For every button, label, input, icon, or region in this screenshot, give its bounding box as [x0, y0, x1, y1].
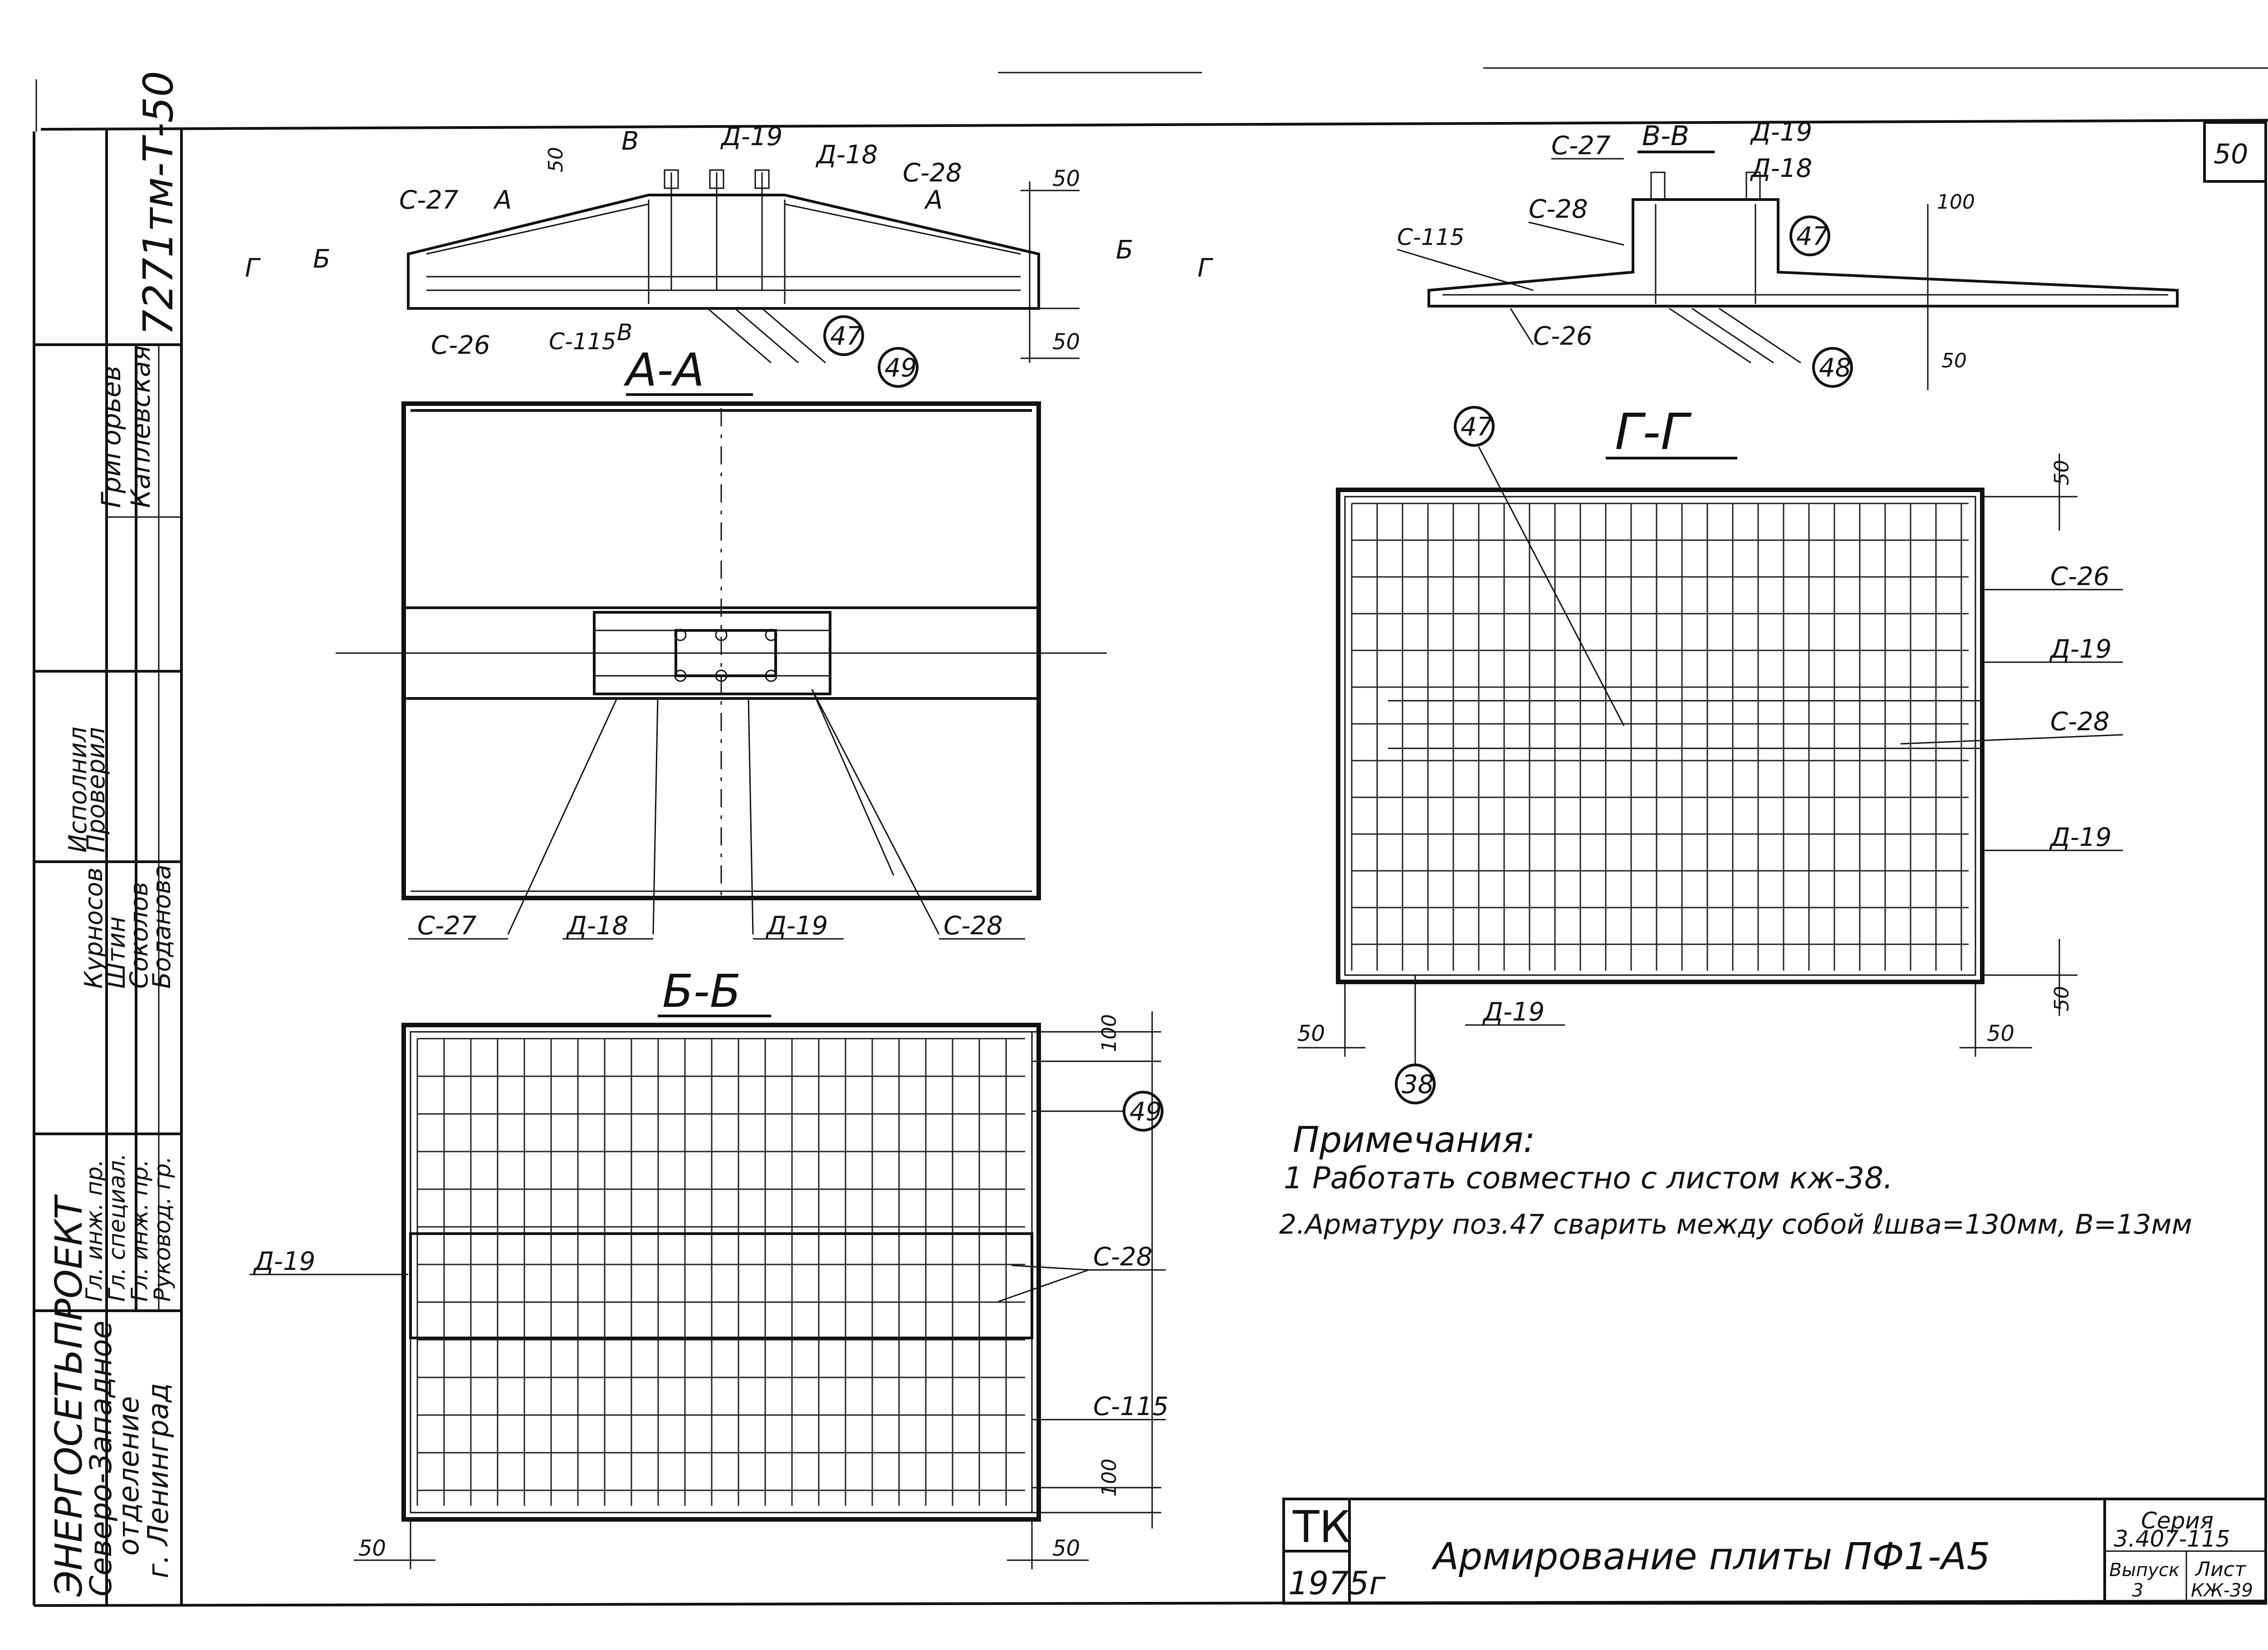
aa-cut-b-right: Б — [1116, 235, 1133, 265]
bb-label-c28: С-28 — [1093, 1242, 1153, 1272]
aa-label-d19: Д-19 — [720, 122, 782, 151]
bb-dim-100-top: 100 — [1098, 1014, 1121, 1052]
bb-label-d19: Д-19 — [253, 1247, 315, 1276]
notes-heading: Примечания: — [1293, 1120, 1535, 1161]
stamp-org-2: Северо-Западное — [83, 1321, 118, 1596]
stamp-person-2a: Григорьев — [96, 366, 127, 508]
stamp-person-2b: Каплевская — [125, 345, 156, 508]
aa-cut-g-left: Г — [245, 254, 261, 283]
stamp-role-2b: Проверил — [82, 727, 110, 853]
sheet-number-box: 50 — [2203, 121, 2267, 183]
bb-dim-50-right: 50 — [1052, 1536, 1080, 1561]
stamp-role-4: Руковод. гр. — [149, 1156, 176, 1302]
gg-label-d19-a: Д-19 — [2049, 635, 2112, 664]
aa-label-c26: С-26 — [431, 331, 490, 360]
gg-label-c28: С-28 — [2050, 707, 2110, 737]
aa-cut-a-right: А — [924, 186, 943, 215]
aa-cut-g-right: Г — [1198, 254, 1213, 283]
gg-label-d19-c: Д-19 — [1482, 997, 1545, 1027]
vv-label-c115: С-115 — [1397, 224, 1464, 250]
gg-dim-50-bottom: 50 — [1987, 1021, 2014, 1046]
section-aa-plan: С-27 Д-18 Д-19 С-28 — [336, 401, 1107, 941]
tb-code: ТК — [1292, 1502, 1350, 1552]
aa-cut-v-top: В — [621, 127, 639, 156]
stamp-person-4: Боданова — [147, 864, 176, 989]
tb-series: 3.407-115 — [2114, 1526, 2230, 1552]
side-stamp: 7271тм-Т-50 Григорьев Каплевская Исполни… — [34, 71, 182, 1606]
bb-dim-50-left: 50 — [358, 1536, 386, 1561]
stamp-org: ЭНЕРГОСЕТЬПРОЕКТ — [48, 1194, 91, 1597]
tb-issue-label: Выпуск — [2109, 1560, 2180, 1581]
aa-plan-d18: Д-18 — [566, 911, 628, 941]
vv-callout-48: 48 — [1819, 353, 1851, 383]
vv-callout-47: 47 — [1796, 222, 1829, 251]
tb-sheet: КЖ-39 — [2191, 1580, 2253, 1601]
section-gg: Г-Г 47 38 С-26 Д-19 С-28 Д-19 Д-19 50 50… — [1297, 403, 2123, 1104]
section-vv: В-В С-27 Д-19 Д-18 С-28 С-115 С-26 47 48… — [1397, 117, 2179, 390]
vv-label-c26: С-26 — [1533, 322, 1593, 351]
aa-cut-a-left: А — [493, 186, 512, 215]
stamp-role-2: Гл. специал. — [104, 1153, 130, 1302]
tb-year: 1975г — [1288, 1565, 1386, 1602]
gg-dim-50-right: 50 — [2050, 986, 2073, 1011]
notes-item-2: 2.Арматуру поз.47 сварить между собой ℓш… — [1279, 1209, 2192, 1240]
gg-dim-50-top: 50 — [2050, 460, 2073, 485]
vv-label-d19: Д-19 — [1750, 117, 1812, 147]
aa-callout-47: 47 — [830, 322, 863, 351]
aa-label-d18: Д-18 — [815, 140, 878, 170]
vv-title: В-В — [1642, 120, 1689, 152]
vv-dim-50: 50 — [1941, 349, 1967, 372]
stamp-person-2: Штин — [102, 916, 131, 989]
stamp-role-1: Гл. инж. пр. — [81, 1159, 108, 1302]
tb-series-label: Серия — [2141, 1508, 2214, 1534]
aa-plan-d19: Д-19 — [765, 911, 828, 941]
vv-label-c28: С-28 — [1529, 195, 1588, 224]
vv-label-d18: Д-18 — [1750, 154, 1812, 183]
sheet-number: 50 — [2214, 138, 2248, 170]
stamp-person-3: Соколов — [125, 882, 153, 989]
gg-title: Г-Г — [1615, 403, 1692, 461]
aa-dim-50-right-bottom: 50 — [1052, 329, 1080, 355]
notes-item-1: 1 Работать совместно с листом кж-38. — [1284, 1161, 1893, 1196]
stamp-role-2a: Исполнил — [64, 727, 92, 853]
aa-callout-49: 49 — [885, 353, 917, 383]
aa-cut-v-bottom: В — [617, 319, 632, 346]
tb-title: Армирование плиты ПФ1-А5 — [1431, 1535, 1990, 1578]
section-bb: Б-Б Д-19 С-28 С-115 100 100 50 50 49 — [249, 965, 1168, 1569]
stamp-drawing-code: 7271тм-Т-50 — [135, 71, 182, 336]
bb-label-c115: С-115 — [1093, 1392, 1168, 1421]
vv-label-c27: С-27 — [1551, 131, 1611, 161]
aa-plan-c27: С-27 — [417, 911, 477, 941]
stamp-org-4: г. Ленинград — [142, 1383, 175, 1578]
sheet-frame — [33, 67, 2268, 1607]
gg-label-c26: С-26 — [2050, 562, 2110, 591]
gg-dim-50-left: 50 — [1297, 1021, 1325, 1046]
aa-dim-50-right-top: 50 — [1052, 166, 1080, 191]
stamp-org-3: отделение — [112, 1396, 145, 1556]
tb-sheet-label: Лист — [2195, 1558, 2247, 1581]
notes: Примечания: 1 Работать совместно с листо… — [1279, 1120, 2192, 1240]
vv-dim-100: 100 — [1937, 190, 1975, 214]
bb-title: Б-Б — [662, 965, 741, 1018]
stamp-person-1: Курносов — [79, 868, 108, 989]
gg-label-d19-b: Д-19 — [2049, 823, 2112, 852]
stamp-role-3: Гл. инж. пр. — [127, 1159, 153, 1302]
section-aa-elevation: С-27 Д-19 Д-18 С-28 С-26 С-115 А А Б Б Г… — [245, 122, 1213, 396]
gg-callout-47: 47 — [1461, 412, 1493, 442]
gg-rebar-grid — [1351, 503, 1969, 971]
aa-title: А-А — [623, 343, 704, 396]
aa-cut-b-left: Б — [313, 244, 330, 274]
bb-callout-49: 49 — [1129, 1097, 1162, 1127]
tb-issue: 3 — [2132, 1580, 2143, 1601]
bb-rebar-grid — [416, 1038, 1025, 1506]
aa-plan-c28: С-28 — [943, 911, 1003, 941]
aa-dim-50-left: 50 — [544, 147, 567, 172]
title-block: ТК 1975г Армирование плиты ПФ1-А5 Серия … — [1282, 1498, 2267, 1605]
aa-label-c27: С-27 — [399, 186, 459, 215]
gg-callout-38: 38 — [1402, 1070, 1434, 1099]
bb-dim-100-bottom: 100 — [1098, 1459, 1121, 1497]
aa-label-c28: С-28 — [903, 158, 962, 188]
aa-label-c115: С-115 — [549, 328, 616, 355]
